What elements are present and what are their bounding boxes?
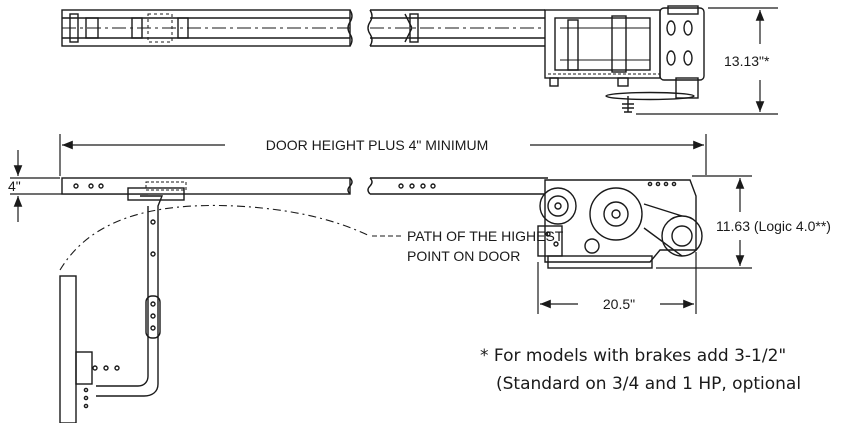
width-dimension-label: 20.5" <box>603 296 635 312</box>
side-view <box>59 177 703 424</box>
width-dimension <box>537 252 697 314</box>
side-break-mark-right <box>367 177 373 195</box>
path-label-line2: POINT ON DOOR <box>407 248 520 264</box>
path-label-line1: PATH OF THE HIGHEST <box>407 228 564 244</box>
brake-note-line2: (Standard on 3/4 and 1 HP, optional <box>496 374 802 394</box>
clearance-label: 4" <box>8 178 21 194</box>
door-height-label: DOOR HEIGHT PLUS 4" MINIMUM <box>266 137 489 153</box>
door-height-dimension <box>59 134 707 176</box>
door-panel <box>59 275 93 424</box>
depth-dimension <box>636 7 778 115</box>
top-break-mark-right <box>367 9 373 47</box>
door-arm <box>92 195 164 397</box>
brake-note-line1: * For models with brakes add 3-1/2" <box>480 346 787 366</box>
side-break-mark-left <box>347 177 353 195</box>
depth-dimension-label: 13.13"* <box>724 53 770 69</box>
top-rail-right <box>370 9 545 47</box>
side-rail-right <box>370 177 548 195</box>
powerhead-side <box>537 179 703 269</box>
top-view <box>61 5 705 113</box>
door-path-arc <box>59 204 371 271</box>
top-break-mark-left <box>347 9 353 47</box>
top-rail-left <box>61 9 351 47</box>
height-dimension <box>656 175 752 269</box>
powerhead-top <box>544 5 705 113</box>
side-rail-left <box>61 177 351 201</box>
height-dimension-label: 11.63 (Logic 4.0**) <box>716 218 831 234</box>
